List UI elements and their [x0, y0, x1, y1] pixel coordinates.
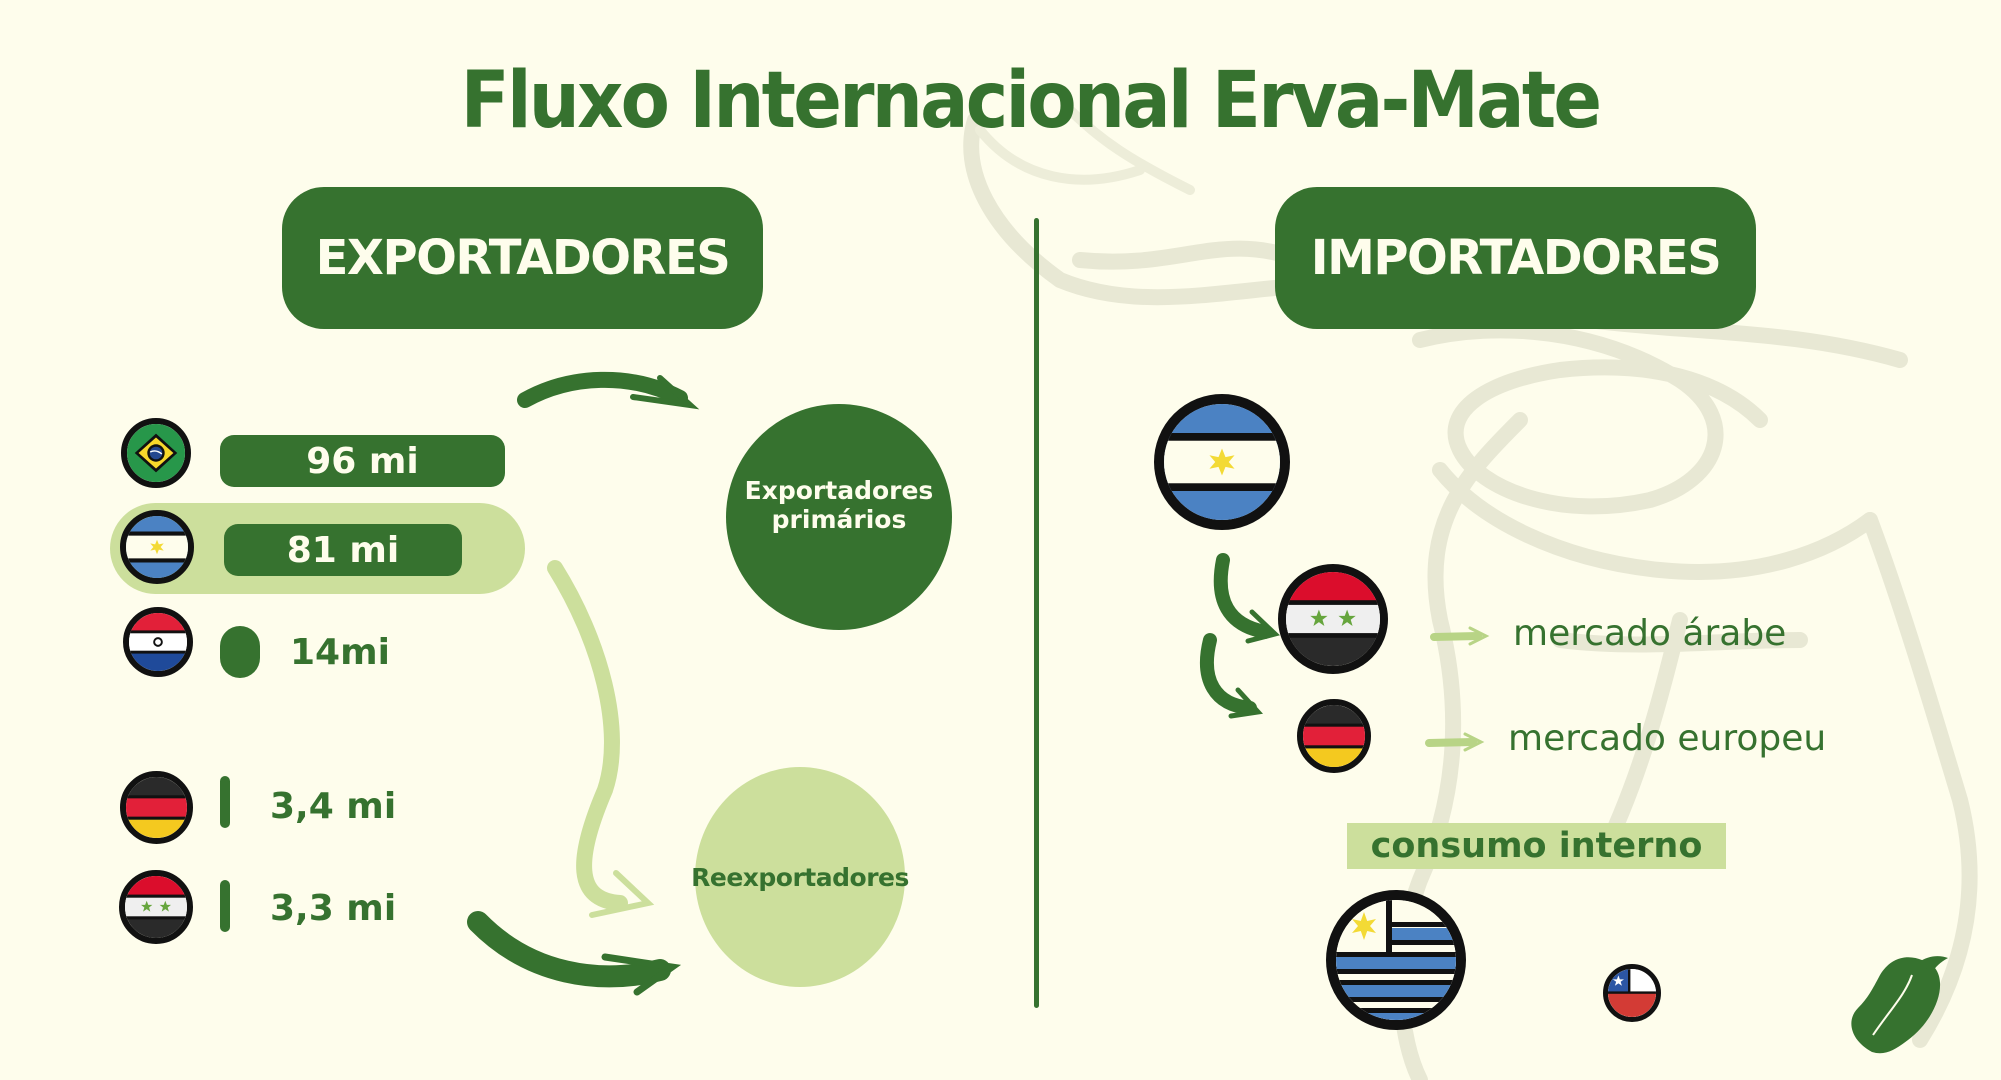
primary-exporters-label-line1: Exportadores — [744, 476, 934, 505]
chile-flag-icon — [1603, 964, 1661, 1022]
reexporters-label: Reexportadores — [691, 862, 909, 892]
syria-flag-icon — [119, 870, 193, 944]
market-label-europe: mercado europeu — [1508, 718, 1827, 759]
argentina-flag-icon — [1154, 394, 1290, 530]
primary-exporters-label-line2: primários — [771, 505, 907, 534]
value-label-syria: 3,3 mi — [270, 888, 397, 929]
value-bar-germany — [220, 776, 230, 828]
value-bar-argentina: 81 mi — [224, 524, 462, 576]
value-label-germany: 3,4 mi — [270, 786, 397, 827]
uruguay-flag-icon — [1326, 890, 1466, 1030]
value-bar-brazil: 96 mi — [220, 435, 505, 487]
internal-consumption-label: consumo interno — [1347, 823, 1726, 869]
exporters-header: EXPORTADORES — [282, 187, 763, 329]
brazil-flag-icon — [121, 418, 191, 488]
reexporters-circle: Reexportadores — [691, 767, 909, 987]
germany-flag-icon — [120, 771, 193, 844]
value-label: 96 mi — [306, 440, 419, 482]
value-bar-paraguay — [220, 626, 260, 678]
value-label: 81 mi — [286, 529, 400, 571]
page-title: Fluxo Internacional Erva-Mate — [460, 56, 1602, 146]
argentina-flag-icon — [120, 510, 194, 584]
germany-flag-icon — [1297, 699, 1371, 773]
primary-exporters-circle: Exportadores primários — [726, 404, 952, 630]
value-bar-syria — [220, 880, 230, 932]
paraguay-flag-icon — [123, 607, 193, 677]
importers-header: IMPORTADORES — [1275, 187, 1756, 329]
value-label-paraguay: 14mi — [290, 632, 390, 673]
syria-flag-icon — [1278, 564, 1388, 674]
market-label-arab: mercado árabe — [1513, 613, 1787, 654]
section-divider — [1034, 218, 1039, 1008]
